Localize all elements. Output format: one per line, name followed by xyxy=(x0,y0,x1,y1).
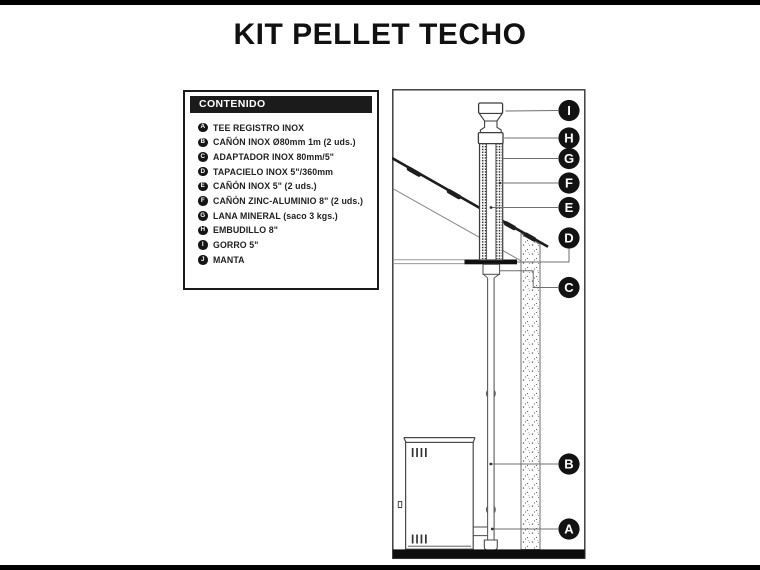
contents-item: J MANTA xyxy=(198,254,377,265)
item-label: LANA MINERAL (saco 3 kgs.) xyxy=(213,210,338,221)
item-letter-badge: C xyxy=(198,152,208,162)
callout-g: G xyxy=(558,147,580,170)
item-label: CAÑÓN INOX Ø80mm 1m (2 uds.) xyxy=(213,137,356,148)
contents-item: D TAPACIELO INOX 5"/360mm xyxy=(198,166,377,177)
roof-tile-marks xyxy=(406,166,537,242)
item-letter-badge: A xyxy=(198,122,208,133)
item-letter-badge: H xyxy=(198,225,208,236)
callout-letter: C xyxy=(564,280,574,295)
callout-letter: I xyxy=(567,103,571,118)
callout-letter: E xyxy=(565,200,574,215)
ceiling-lines xyxy=(393,259,465,265)
item-label: MANTA xyxy=(213,254,245,265)
insulated-chimney xyxy=(478,142,504,261)
pellet-stove xyxy=(397,437,476,550)
stove-handle xyxy=(397,501,403,508)
contents-item: H EMBUDILLO 8" xyxy=(198,225,377,236)
tapacielo-plate xyxy=(464,259,517,265)
callout-letter: B xyxy=(564,457,573,472)
item-letter-badge: J xyxy=(198,255,208,265)
chimney-cap xyxy=(477,102,504,134)
callout-f: F xyxy=(558,172,580,194)
floor xyxy=(392,549,585,559)
item-letter-badge: E xyxy=(198,181,208,192)
item-letter-badge: F xyxy=(198,196,208,206)
callout-d: D xyxy=(558,227,580,249)
item-letter-badge: D xyxy=(198,166,208,177)
embudillo-collar xyxy=(477,131,504,145)
callout-c: C xyxy=(558,276,580,299)
item-label: EMBUDILLO 8" xyxy=(213,225,278,236)
contents-panel: CONTENIDO A TEE REGISTRO INOX B CAÑÓN IN… xyxy=(183,90,379,290)
contents-item: B CAÑÓN INOX Ø80mm 1m (2 uds.) xyxy=(198,137,377,148)
adaptor xyxy=(482,263,501,279)
item-letter-badge: B xyxy=(198,137,208,148)
item-label: ADAPTADOR INOX 80mm/5" xyxy=(213,152,335,163)
pipe-joint-clamp xyxy=(485,390,496,398)
contents-item: G LANA MINERAL (saco 3 kgs.) xyxy=(198,210,377,221)
item-label: TEE REGISTRO INOX xyxy=(213,122,305,133)
item-letter-badge: G xyxy=(198,211,208,221)
callout-letter: D xyxy=(564,231,573,246)
contents-panel-header: CONTENIDO xyxy=(190,96,372,113)
item-letter-badge: I xyxy=(198,240,208,250)
contents-item: I GORRO 5" xyxy=(198,240,377,251)
contents-item: C ADAPTADOR INOX 80mm/5" xyxy=(198,151,377,162)
item-label: CAÑÓN INOX 5" (2 uds.) xyxy=(213,181,317,192)
callout-letter: G xyxy=(564,151,574,166)
roof xyxy=(392,156,549,248)
contents-item: E CAÑÓN INOX 5" (2 uds.) xyxy=(198,181,377,192)
contents-item: F CAÑÓN ZINC-ALUMINIO 8" (2 uds.) xyxy=(198,195,377,206)
installation-diagram: I H G F E D C B xyxy=(392,89,586,560)
callout-letter: H xyxy=(564,131,573,146)
page-title: KIT PELLET TECHO xyxy=(233,18,527,51)
callout-leader-lines xyxy=(490,110,570,530)
item-label: GORRO 5" xyxy=(213,240,259,251)
callout-letter: F xyxy=(565,176,573,191)
wall xyxy=(520,232,541,550)
stove-vent-slots xyxy=(411,448,427,544)
callout-i: I xyxy=(558,99,580,122)
item-label: CAÑÓN ZINC-ALUMINIO 8" (2 uds.) xyxy=(213,196,363,207)
callout-b: B xyxy=(558,453,580,475)
letterbox-top xyxy=(0,0,760,5)
callout-h: H xyxy=(558,127,580,149)
callout-a: A xyxy=(558,518,580,540)
letterbox-bottom xyxy=(0,565,760,570)
pipe-joint-clamp xyxy=(485,506,496,514)
callout-letter: A xyxy=(564,522,574,537)
contents-item: A TEE REGISTRO INOX xyxy=(198,122,377,133)
flue-pipe xyxy=(485,277,496,540)
leader-dots xyxy=(489,181,502,531)
callout-e: E xyxy=(558,196,580,219)
contents-list: A TEE REGISTRO INOX B CAÑÓN INOX Ø80mm 1… xyxy=(185,122,377,265)
item-label: TAPACIELO INOX 5"/360mm xyxy=(213,166,334,177)
